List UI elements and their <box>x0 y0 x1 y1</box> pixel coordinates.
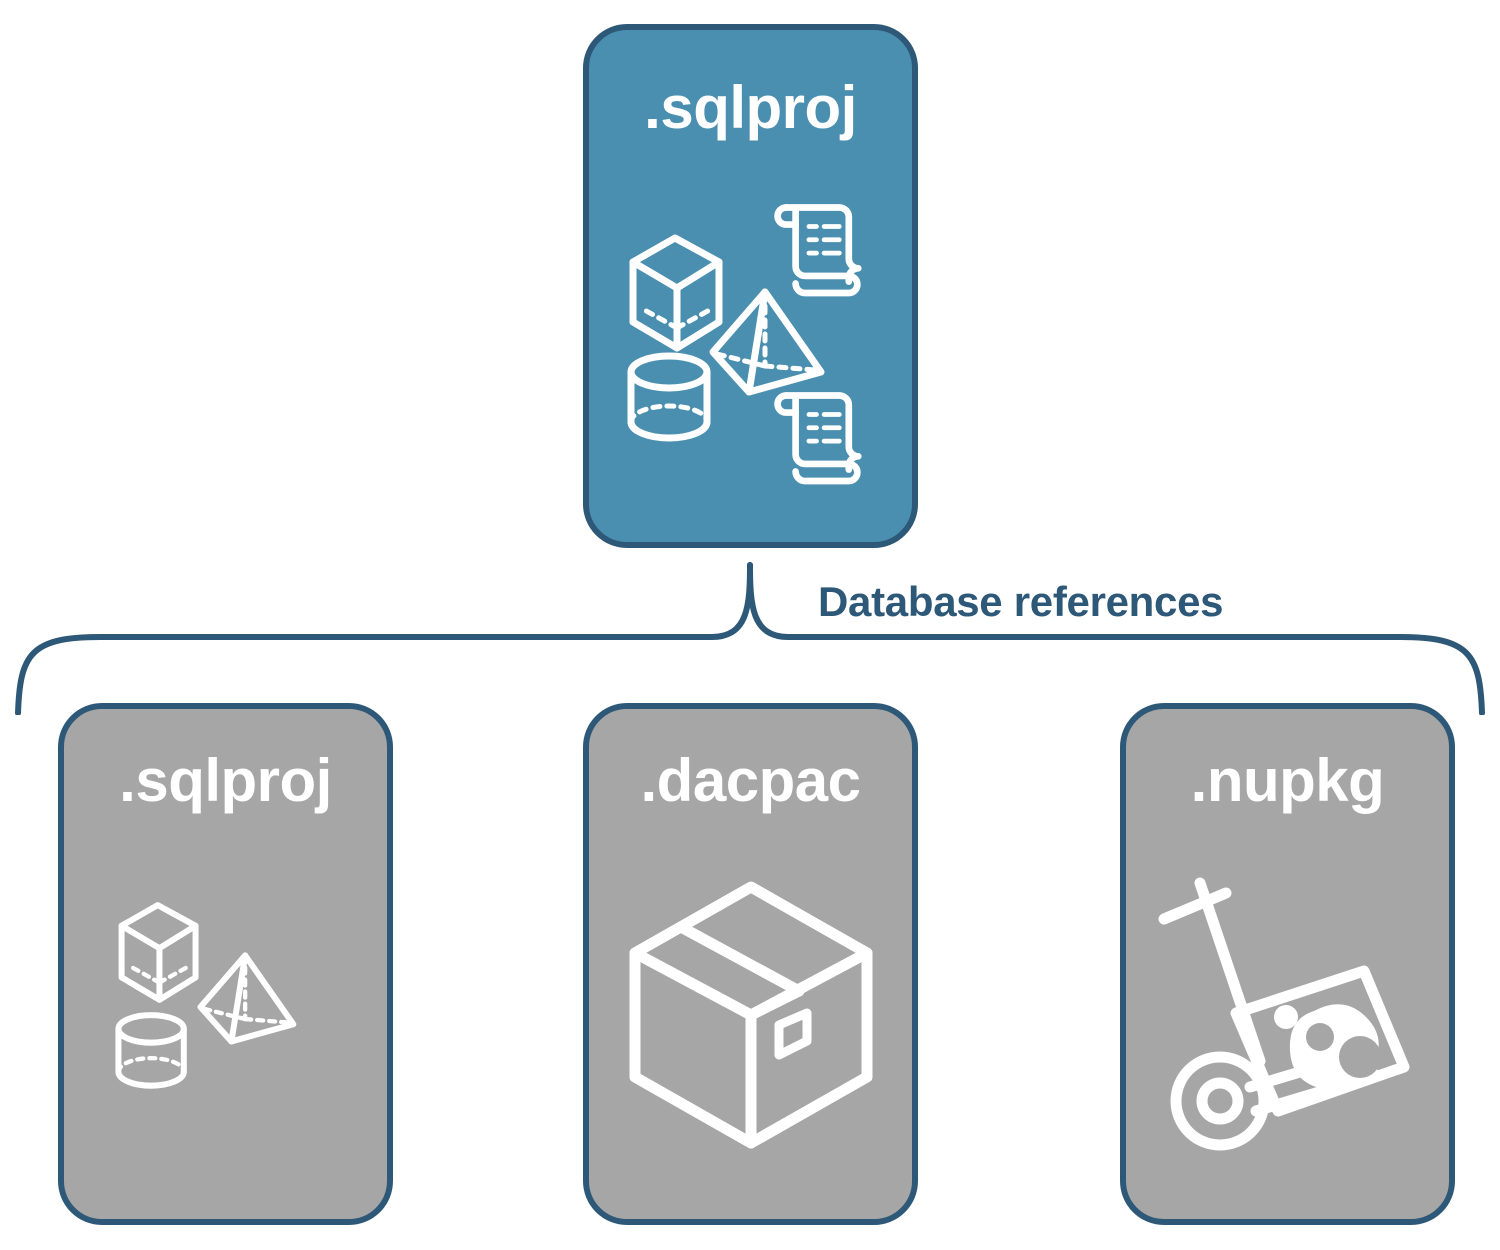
scroll-icon <box>773 204 862 297</box>
card-root-title: .sqlproj <box>644 74 857 141</box>
wireframe-cylinder-icon <box>627 352 710 442</box>
card-root-artwork <box>589 138 912 542</box>
card-reference-sqlproj[interactable]: .sqlproj <box>58 703 393 1225</box>
hand-truck-package-icon <box>1158 877 1409 1151</box>
wireframe-cylinder-icon <box>114 1012 187 1089</box>
root-icon-group <box>627 204 862 485</box>
card-reference-nupkg-artwork <box>1126 811 1449 1219</box>
card-reference-dacpac[interactable]: .dacpac <box>583 703 918 1225</box>
card-reference-nupkg-title: .nupkg <box>1190 747 1385 814</box>
shapes-icon-group <box>114 902 296 1089</box>
card-reference-dacpac-artwork <box>589 811 912 1219</box>
shipping-box-icon <box>629 881 872 1149</box>
wireframe-cube-icon <box>629 234 722 352</box>
card-reference-sqlproj-artwork <box>64 811 387 1219</box>
card-root-sqlproj[interactable]: .sqlproj <box>583 24 918 548</box>
wireframe-cube-icon <box>118 902 199 1003</box>
card-reference-dacpac-title: .dacpac <box>640 747 861 814</box>
scroll-icon <box>773 392 862 485</box>
wireframe-pyramid-icon <box>196 952 296 1045</box>
brace-connector <box>15 562 1485 715</box>
card-reference-nupkg[interactable]: .nupkg <box>1120 703 1455 1225</box>
connector-label: Database references <box>818 578 1224 625</box>
card-reference-sqlproj-title: .sqlproj <box>119 747 332 814</box>
wireframe-pyramid-icon <box>709 288 824 396</box>
